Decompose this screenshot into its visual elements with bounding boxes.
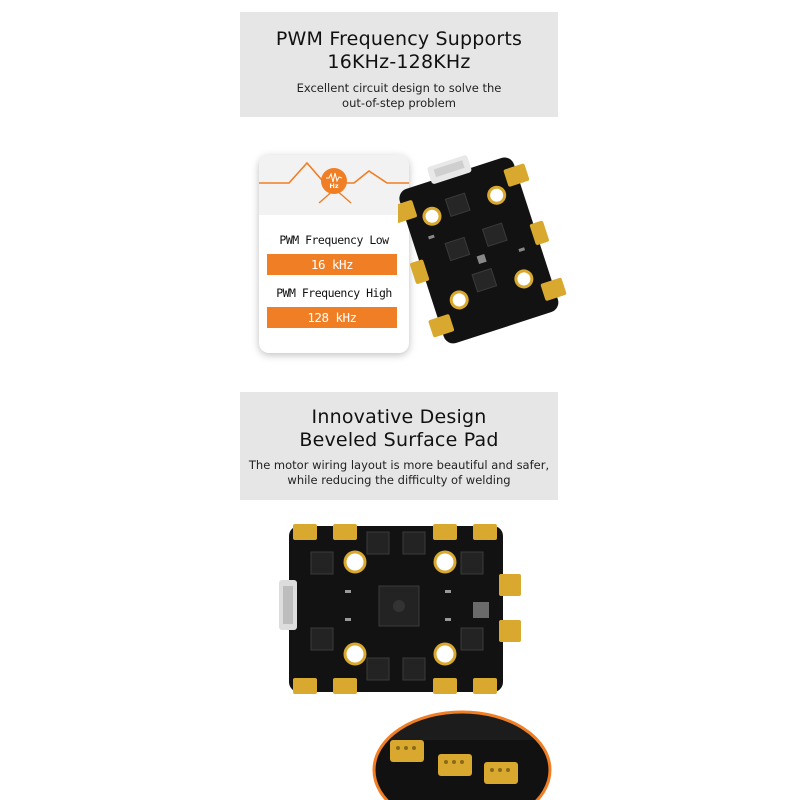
design-title-line2: Beveled Surface Pad: [299, 429, 499, 451]
pwm-low-label: PWM Frequency Low: [279, 233, 389, 247]
pwm-title-line2: 16KHz-128KHz: [327, 51, 471, 73]
pwm-subtitle-line1: Excellent circuit design to solve the: [296, 81, 502, 95]
pwm-high-label: PWM Frequency High: [276, 286, 392, 300]
esc-board-angled-image: [398, 155, 567, 344]
pwm-frequency-banner: PWM Frequency Supports 16KHz-128KHz Exce…: [240, 12, 558, 117]
pwm-high-value: 128 kHz: [267, 307, 397, 328]
pwm-subtitle-line2: out-of-step problem: [342, 96, 456, 110]
pwm-title-line1: PWM Frequency Supports: [275, 28, 523, 50]
design-subtitle-line2: while reducing the difficulty of welding: [287, 473, 511, 487]
esc-board-flat-image: [279, 524, 521, 694]
beveled-pad-banner: Innovative Design Beveled Surface Pad Th…: [240, 392, 558, 500]
design-subtitle-line1: The motor wiring layout is more beautifu…: [248, 458, 550, 472]
hz-icon-label: Hz: [329, 182, 339, 190]
design-subtitle: The motor wiring layout is more beautifu…: [240, 458, 558, 488]
design-title: Innovative Design Beveled Surface Pad: [240, 406, 558, 452]
pwm-low-value: 16 kHz: [267, 254, 397, 275]
hz-icon: Hz: [321, 168, 347, 194]
beveled-pad-zoom-image: [372, 710, 552, 800]
frequency-card: Hz PWM Frequency Low 16 kHz PWM Frequenc…: [259, 155, 409, 353]
design-title-line1: Innovative Design: [311, 406, 487, 428]
pwm-subtitle: Excellent circuit design to solve the ou…: [240, 81, 558, 111]
pwm-title: PWM Frequency Supports 16KHz-128KHz: [240, 28, 558, 74]
